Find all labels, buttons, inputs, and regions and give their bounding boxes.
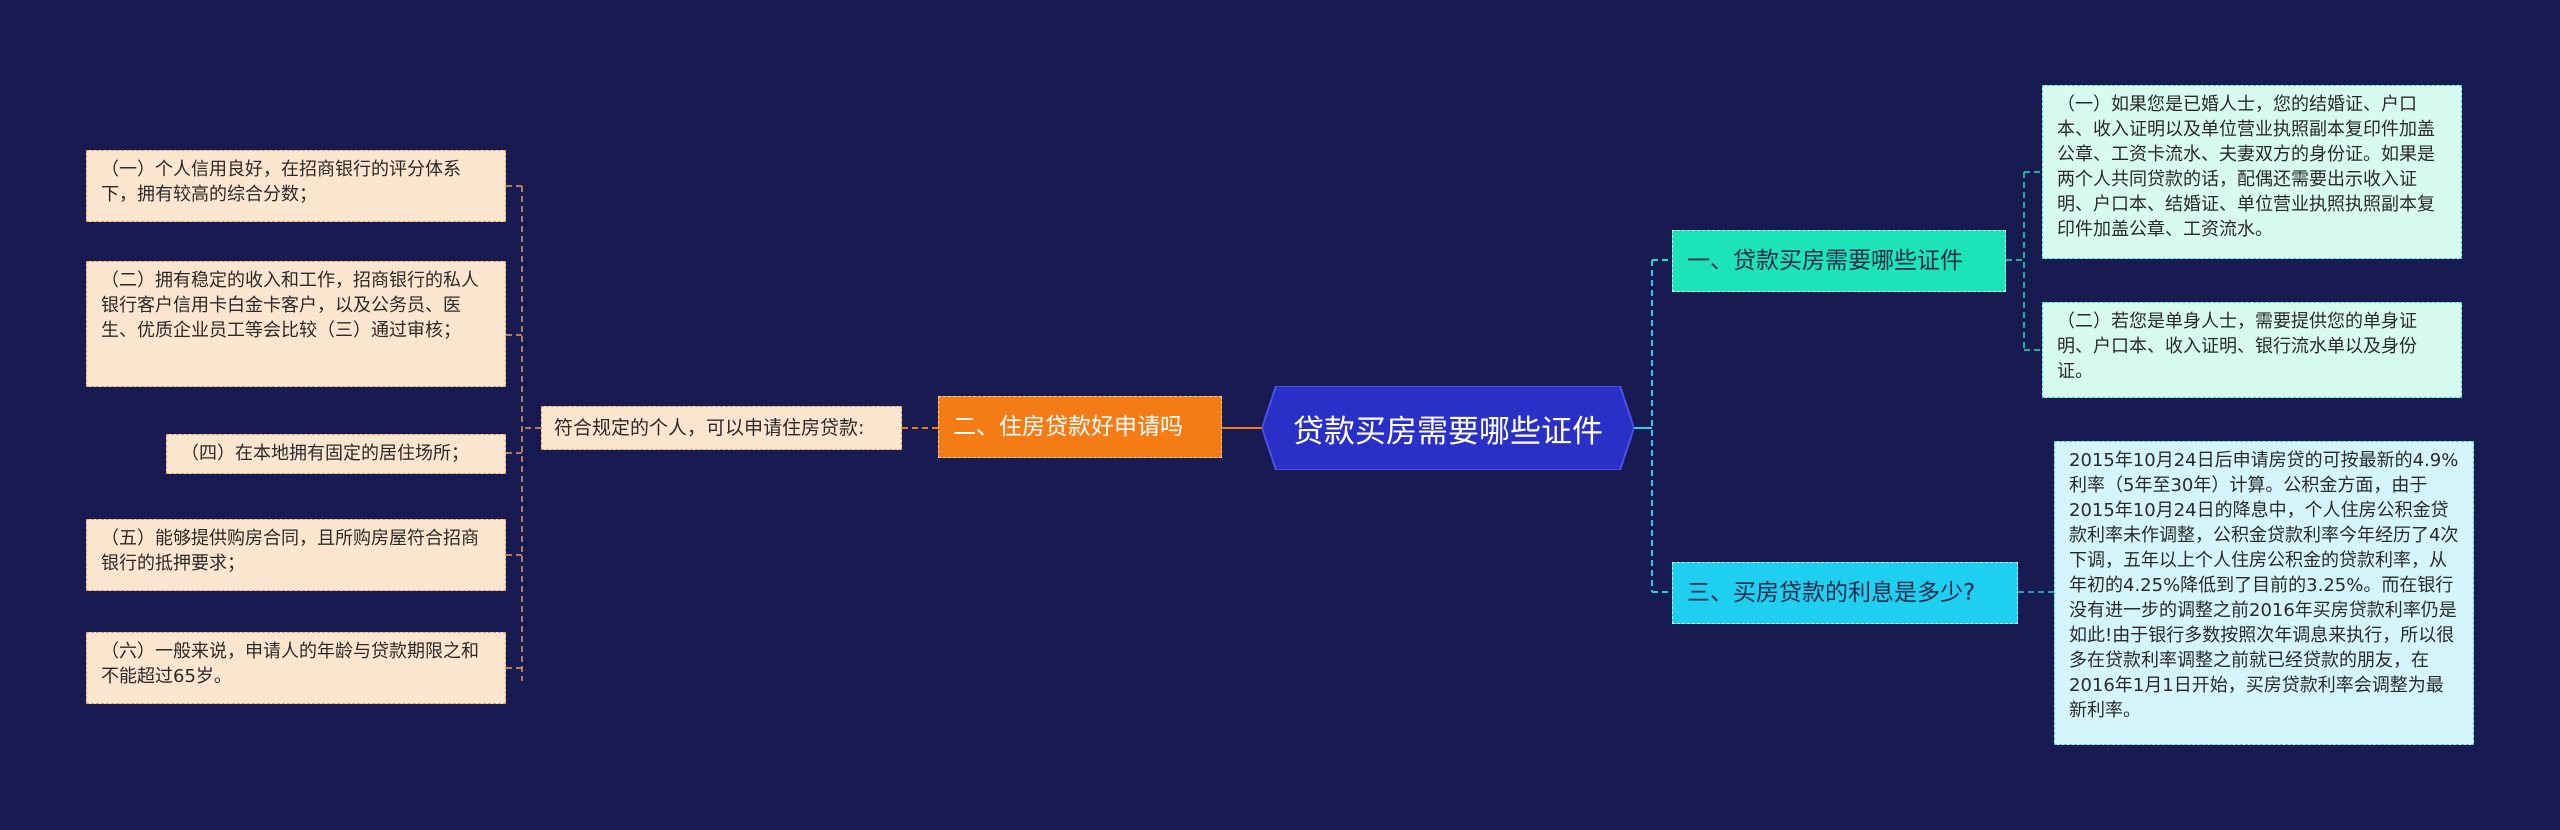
branch-apply[interactable]: 二、住房贷款好申请吗 bbox=[938, 396, 1222, 458]
doc-item-2: （二）若您是单身人士，需要提供您的单身证明、户口本、收入证明、银行流水单以及身份… bbox=[2042, 302, 2462, 398]
center-label: 贷款买房需要哪些证件 bbox=[1293, 413, 1603, 450]
left-item-5: （六）一般来说，申请人的年龄与贷款期限之和不能超过65岁。 bbox=[86, 632, 506, 704]
left-item-1: （一）个人信用良好，在招商银行的评分体系下，拥有较高的综合分数； bbox=[86, 150, 506, 222]
left-item-3: （四）在本地拥有固定的居住场所； bbox=[166, 434, 506, 474]
apply-subnode: 符合规定的个人，可以申请住房贷款: bbox=[541, 406, 902, 450]
interest-item: 2015年10月24日后申请房贷的可按最新的4.9%利率（5年至30年）计算。公… bbox=[2054, 441, 2474, 745]
branch-documents[interactable]: 一、贷款买房需要哪些证件 bbox=[1672, 230, 2006, 292]
center-topic[interactable]: 贷款买房需要哪些证件 bbox=[1262, 386, 1634, 470]
left-item-2: （二）拥有稳定的收入和工作，招商银行的私人银行客户信用卡白金卡客户，以及公务员、… bbox=[86, 261, 506, 387]
left-item-4: （五）能够提供购房合同，且所购房屋符合招商银行的抵押要求； bbox=[86, 519, 506, 591]
center-shape bbox=[1262, 386, 1634, 470]
doc-item-1: （一）如果您是已婚人士，您的结婚证、户口本、收入证明以及单位营业执照副本复印件加… bbox=[2042, 85, 2462, 259]
branch-interest[interactable]: 三、买房贷款的利息是多少? bbox=[1672, 562, 2018, 624]
